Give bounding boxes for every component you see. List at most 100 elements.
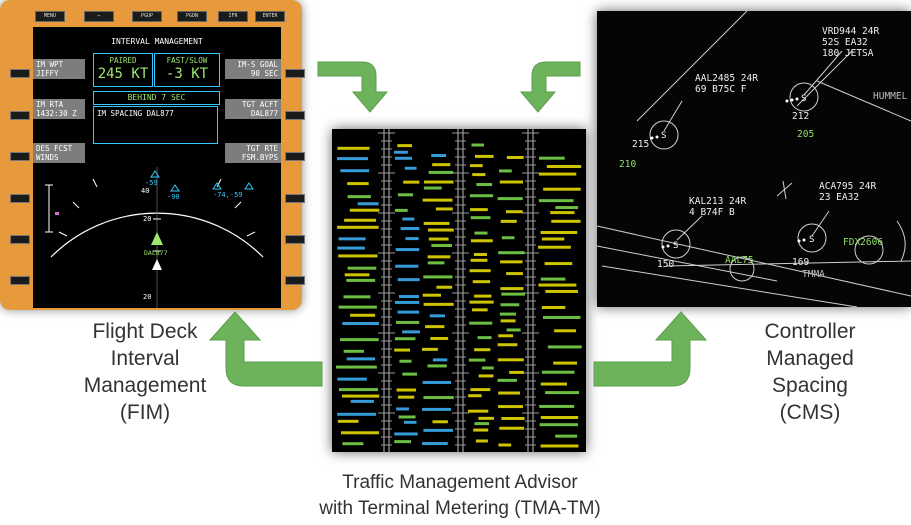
- flight-tag: [423, 275, 453, 279]
- flight-tag: [500, 260, 523, 264]
- flight-tag: [422, 198, 453, 202]
- radar-tag-aal75[interactable]: AAL75: [725, 255, 754, 266]
- lsk-right-3[interactable]: [285, 152, 305, 161]
- svg-text:S: S: [673, 241, 678, 251]
- im-spacing-text: IM SPACING DAL877: [97, 109, 174, 118]
- radar-tag-205: 205: [797, 129, 815, 140]
- flight-tag: [398, 395, 415, 399]
- lsk-right-6[interactable]: [285, 276, 305, 285]
- flight-tag: [497, 197, 523, 201]
- radar-tag-150: 150: [657, 259, 675, 270]
- lsk-right-1[interactable]: [285, 69, 305, 78]
- lsk-left-4[interactable]: [10, 194, 30, 203]
- im-s-goal-field[interactable]: IM-S GOAL 90 SEC: [225, 59, 281, 79]
- lsk-left-6[interactable]: [10, 276, 30, 285]
- cms-caption-line-1: Controller: [764, 320, 856, 343]
- flight-tag: [500, 303, 520, 307]
- tgt-rte-field[interactable]: TGT RTE FSM.BYPS: [225, 143, 281, 163]
- radar-tag-aal2485[interactable]: AAL2485 24R 69 B75C F: [695, 73, 758, 95]
- tma-timeline-display: [332, 129, 586, 452]
- im-wpt-field[interactable]: IM WPT JIFFY: [33, 59, 85, 79]
- flight-tag: [337, 412, 377, 416]
- radar-tag-kal213[interactable]: KAL213 24R 4 B74F B: [689, 196, 747, 218]
- flight-tag: [404, 166, 417, 170]
- flight-tag: [427, 364, 447, 368]
- ifr-button[interactable]: IFR: [218, 11, 248, 22]
- range-mark-2: 20: [143, 215, 152, 223]
- lsk-left-5[interactable]: [10, 235, 30, 244]
- flight-tag: [555, 206, 579, 210]
- radar-tag-aca795[interactable]: ACA795 24R 23 EA32: [819, 181, 877, 203]
- flight-tag: [468, 358, 486, 362]
- flight-tag: [481, 366, 494, 370]
- flight-tag: [498, 169, 512, 173]
- flight-tag: [429, 314, 445, 318]
- im-rta-field[interactable]: IM RTA 1432:30 Z: [33, 99, 85, 119]
- flight-tag: [545, 391, 580, 395]
- radar-tag-212: 212: [792, 111, 810, 122]
- tgt-acft-field[interactable]: TGT ACFT DAL877: [225, 99, 281, 119]
- flight-tag: [430, 336, 449, 340]
- flight-tag: [497, 358, 524, 362]
- flight-tag: [546, 165, 582, 169]
- flight-tag: [422, 442, 448, 446]
- page-down-button[interactable]: PGDN: [177, 11, 207, 22]
- des-fcst-winds-field[interactable]: DES FCST WINDS: [33, 143, 85, 163]
- flight-tag: [469, 300, 494, 304]
- flight-tag: [472, 280, 491, 284]
- flight-tag: [543, 187, 581, 191]
- nav-display-arc: [45, 167, 264, 308]
- screen-title: INTERVAL MANAGEMENT: [111, 37, 203, 46]
- flight-tag: [423, 186, 442, 190]
- flight-tag: [427, 255, 451, 259]
- lsk-left-2[interactable]: [10, 111, 30, 120]
- lsk-right-5[interactable]: [285, 235, 305, 244]
- tma-caption-line-2: with Terminal Metering (TMA-TM): [319, 498, 601, 519]
- traffic-label-3: -74,-59: [213, 191, 243, 199]
- flight-tag: [422, 380, 451, 384]
- paired-label: PAIRED: [109, 56, 137, 65]
- flight-tag: [431, 244, 453, 248]
- arrow-fim-to-tma: [317, 61, 389, 113]
- flight-tag: [498, 443, 512, 447]
- back-arrow-button[interactable]: ⇐: [84, 11, 114, 22]
- flight-tag: [395, 248, 420, 252]
- flight-tag: [435, 207, 453, 211]
- flight-tag: [540, 416, 579, 420]
- flight-tag: [338, 305, 377, 309]
- flight-tag: [539, 423, 578, 427]
- flight-tag: [428, 170, 454, 174]
- flight-tag: [498, 405, 523, 409]
- flight-tag: [474, 294, 492, 298]
- flight-tag: [337, 157, 368, 161]
- flight-tag: [422, 407, 452, 411]
- lsk-right-2[interactable]: [285, 111, 305, 120]
- flight-tag: [350, 399, 374, 403]
- radar-tag-vrd944[interactable]: VRD944 24R 52S EA32 180 JETSA: [822, 26, 880, 59]
- enter-button[interactable]: ENTER: [255, 11, 285, 22]
- flight-tag: [472, 308, 488, 312]
- flight-tag: [540, 444, 579, 448]
- svg-text:S: S: [801, 94, 806, 104]
- flight-tag: [346, 278, 376, 282]
- flight-tag: [470, 388, 491, 392]
- flight-tag: [428, 237, 449, 241]
- flight-tag: [397, 278, 420, 282]
- cms-caption: Controller Managed Spacing (CMS): [735, 318, 885, 426]
- page-up-button[interactable]: PGUP: [132, 11, 162, 22]
- flight-tag: [545, 289, 578, 293]
- flight-tag: [347, 195, 371, 199]
- flight-tag: [432, 163, 451, 167]
- radar-tag-fdx2606[interactable]: FDX2606: [843, 237, 884, 248]
- flight-tag: [539, 404, 575, 408]
- flight-tag: [547, 345, 582, 349]
- flight-tag: [343, 295, 371, 299]
- flight-tag: [501, 236, 515, 240]
- lsk-right-4[interactable]: [285, 194, 305, 203]
- flight-tag: [538, 283, 577, 287]
- menu-button[interactable]: MENU: [35, 11, 65, 22]
- lsk-left-1[interactable]: [10, 69, 30, 78]
- lsk-left-3[interactable]: [10, 152, 30, 161]
